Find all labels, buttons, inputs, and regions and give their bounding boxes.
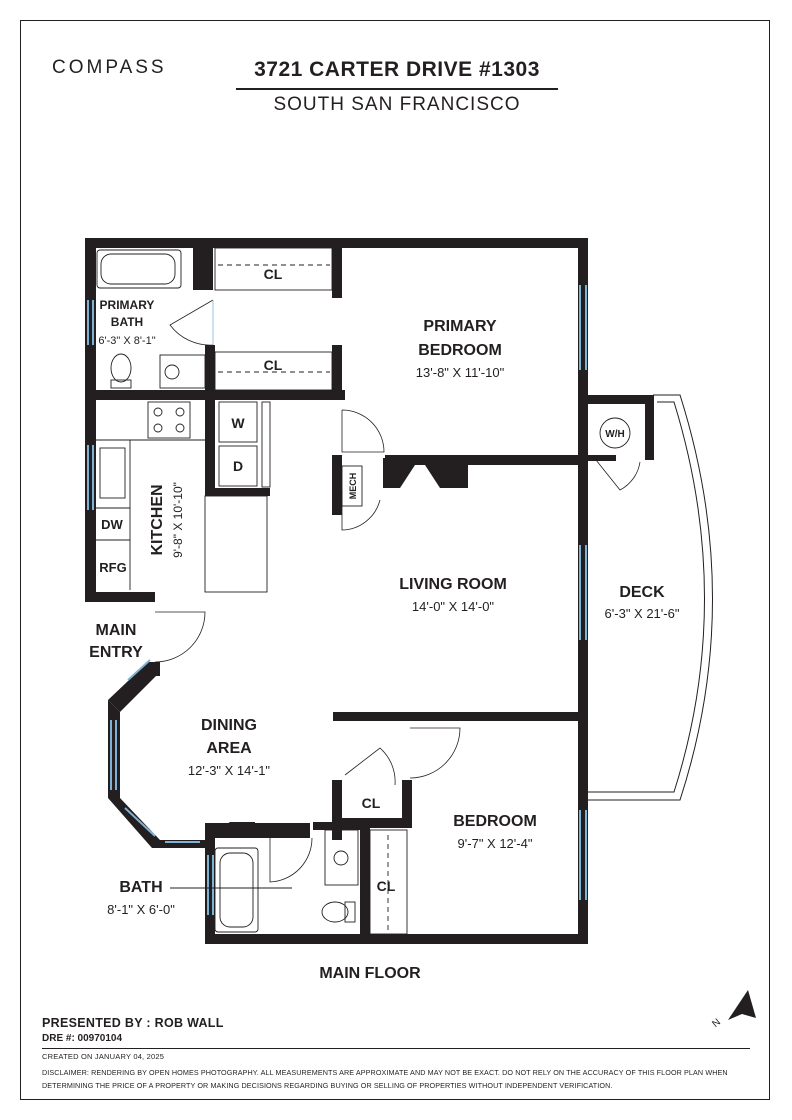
main-entry-name-1: MAIN [96,622,137,639]
washer-label: W [231,415,245,431]
deck-dims: 6'-3" X 21'-6" [605,606,680,621]
water-heater-label: W/H [605,429,624,440]
created-date: CREATED ON JANUARY 04, 2025 [42,1052,165,1061]
floor-label: MAIN FLOOR [319,965,421,982]
kitchen-island [204,495,268,593]
north-arrow-icon: N [710,990,756,1030]
dre-number: DRE #: 00970104 [42,1033,123,1044]
kitchen-dims: 9'-8" X 10'-10" [171,482,185,558]
stove [147,401,191,439]
primary-toilet [110,353,132,383]
closet-label-1: CL [264,266,283,282]
windows [87,285,587,915]
fridge-label: RFG [99,560,126,575]
bathtub [214,847,259,933]
mech-closet [341,465,363,507]
presented-by: PRESENTED BY : ROB WALL [42,1016,224,1030]
closet-label-4: CL [377,878,396,894]
deck-name: DECK [619,584,665,601]
dining-area-dims: 12'-3" X 14'-1" [188,763,271,778]
svg-text:N: N [710,1017,723,1030]
primary-bedroom-dims: 13'-8" X 11'-10" [416,365,505,380]
kitchen-sink [99,447,126,499]
bedroom-closet [369,829,408,935]
closet-1 [214,247,333,291]
washer [218,401,258,443]
primary-bathtub [96,249,182,289]
primary-bath-name-1: PRIMARY [100,298,155,312]
bath-toilet [321,901,349,923]
primary-bedroom-name-1: PRIMARY [423,318,497,335]
dryer-label: D [233,458,243,474]
bath-dims: 8'-1" X 6'-0" [107,902,175,917]
bedroom-name: BEDROOM [453,813,537,830]
deck-outline [588,394,713,801]
living-room-name: LIVING ROOM [399,576,507,593]
compass-logo[interactable]: COMPASS [52,57,167,78]
property-address: 3721 CARTER DRIVE #1303 [254,58,540,81]
primary-vanity [159,354,206,389]
water-heater [599,417,631,449]
mech-label: MECH [348,473,358,500]
main-entry-name-2: ENTRY [89,644,143,661]
kitchen-name: KITCHEN [149,484,166,555]
closet-2 [214,351,333,391]
bedroom-dims: 9'-7" X 12'-4" [458,836,533,851]
disclaimer: DISCLAIMER: RENDERING BY OPEN HOMES PHOT… [42,1068,728,1090]
primary-bath-name-2: BATH [111,315,143,329]
property-city: SOUTH SAN FRANCISCO [273,94,521,115]
fixtures [96,247,631,935]
primary-bath-dims: 6'-3" X 8'-1" [98,335,155,347]
bath-vanity [324,829,359,886]
primary-bedroom-name-2: BEDROOM [418,342,502,359]
dining-area-name-2: AREA [206,740,252,757]
doors [154,299,641,883]
page-frame [20,20,770,1100]
dishwasher-label: DW [101,517,123,532]
closet-label-2: CL [264,357,283,373]
dining-area-name-1: DINING [201,717,257,734]
address-divider [236,88,558,90]
footer-divider [42,1048,750,1049]
living-room-dims: 14'-0" X 14'-0" [412,599,495,614]
bath-name: BATH [119,879,162,896]
walls [85,238,654,944]
dryer [218,445,258,487]
closet-label-3: CL [362,795,381,811]
